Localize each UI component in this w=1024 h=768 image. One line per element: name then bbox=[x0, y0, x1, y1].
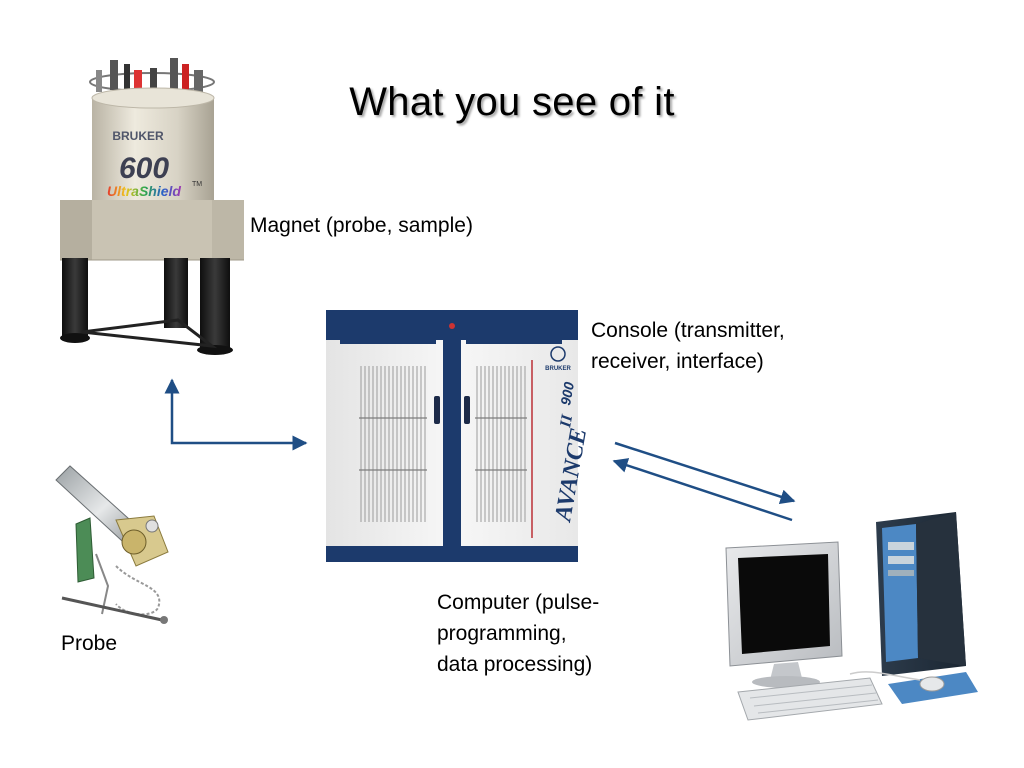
console-image: BRUKER AVANCE II 900 bbox=[326, 310, 592, 564]
magnet-tm-text: TM bbox=[192, 181, 202, 188]
console-label-line-1: Console (transmitter, bbox=[591, 319, 785, 342]
console-freq-text: 900 bbox=[557, 381, 577, 407]
magnet-label: Magnet (probe, sample) bbox=[250, 214, 473, 237]
magnet-series-text: UltraShield bbox=[107, 183, 181, 199]
console-label: Console (transmitter, receiver, interfac… bbox=[591, 315, 785, 377]
console-version-text: II bbox=[557, 413, 576, 430]
magnet-model-text: 600 bbox=[119, 152, 169, 185]
slide-title: What you see of it bbox=[349, 80, 675, 124]
magnet-console-arrow bbox=[164, 378, 308, 451]
computer-label: Computer (pulse- programming, data proce… bbox=[437, 587, 599, 680]
console-brand-text: BRUKER bbox=[545, 366, 571, 372]
probe-image bbox=[55, 465, 180, 628]
computer-label-line-2: programming, bbox=[437, 622, 567, 645]
console-to-computer-arrow bbox=[614, 441, 796, 504]
probe-label: Probe bbox=[61, 632, 118, 655]
computer-label-line-1: Computer (pulse- bbox=[437, 591, 600, 614]
computer-label-line-3: data processing) bbox=[437, 653, 593, 676]
magnet-image: BRUKER 600 UltraShield TM bbox=[52, 50, 244, 360]
console-label-line-2: receiver, interface) bbox=[591, 350, 764, 373]
computer-image bbox=[720, 508, 988, 728]
magnet-brand-text: BRUKER bbox=[112, 129, 164, 143]
